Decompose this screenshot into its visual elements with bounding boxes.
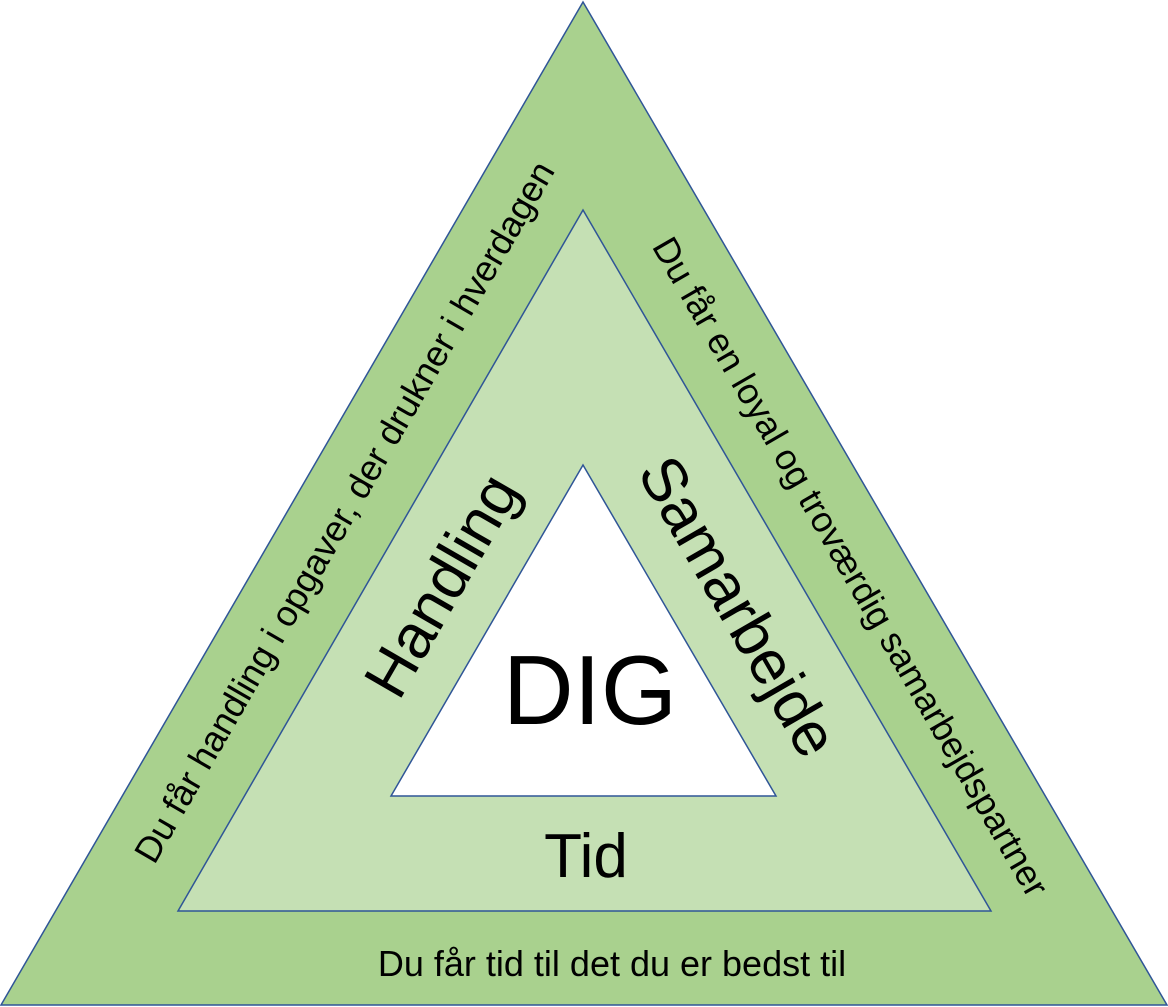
inner-triangle [389, 463, 778, 797]
center-label: DIG [503, 635, 677, 745]
outer-label-bottom: Du får tid til det du er bedst til [378, 943, 846, 984]
middle-label-bottom: Tid [544, 822, 628, 891]
